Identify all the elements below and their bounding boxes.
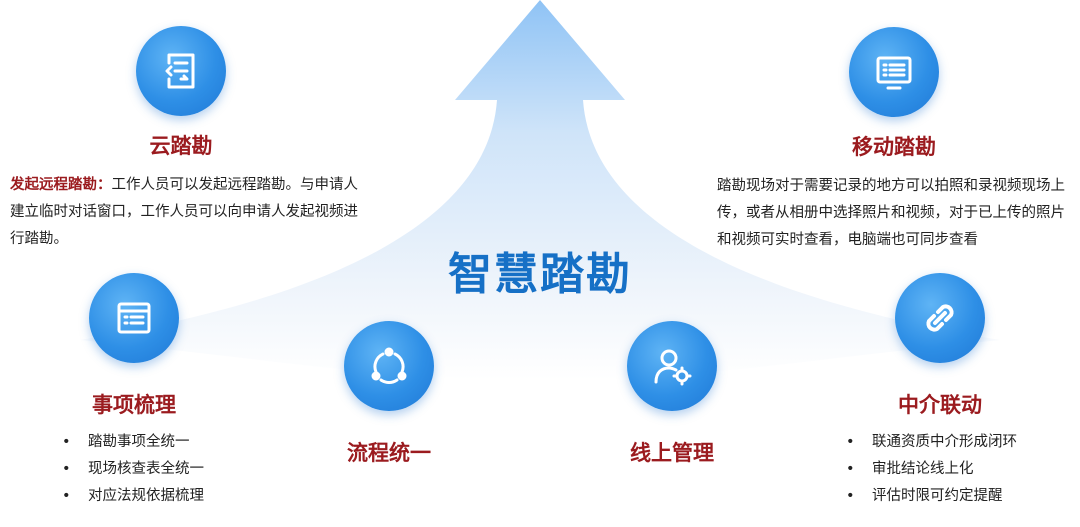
user-gear-icon xyxy=(654,349,692,386)
cloud-survey-title: 云踏勘 xyxy=(149,134,213,158)
mobile-survey-title: 移动踏勘 xyxy=(852,135,936,159)
agency-linkage-title: 中介联动 xyxy=(898,393,982,417)
bullet-item: 评估时限可约定提醒 xyxy=(846,483,1017,510)
online-management-icon-circle xyxy=(627,321,717,411)
bullet-item: 现场核查表全统一 xyxy=(62,456,204,483)
items-sorting-bullets: 踏勘事项全统一 现场核查表全统一 对应法规依据梳理 xyxy=(62,429,204,510)
cloud-survey-description: 发起远程踏勘：工作人员可以发起远程踏勘。与申请人建立临时对话窗口，工作人员可以向… xyxy=(10,172,362,253)
cloud-survey-desc-text: 工作人员可以发起远程踏勘。与申请人建立临时对话窗口，工作人员可以向申请人发起视频… xyxy=(10,177,358,247)
document-sync-icon xyxy=(165,53,195,89)
agency-linkage-icon-circle xyxy=(895,273,985,363)
bullet-item: 对应法规依据梳理 xyxy=(62,483,204,510)
process-unify-icon-circle xyxy=(344,321,434,411)
cloud-survey-icon-circle xyxy=(136,26,226,116)
center-title: 智慧踏勘 xyxy=(448,249,632,300)
monitor-list-icon xyxy=(876,56,912,90)
mobile-survey-description: 踏勘现场对于需要记录的地方可以拍照和录视频现场上传，或者从相册中选择照片和视频，… xyxy=(717,178,1065,248)
mobile-survey-icon-circle xyxy=(849,27,939,117)
cycle-icon xyxy=(371,347,407,385)
agency-linkage-bullets: 联通资质中介形成闭环 审批结论线上化 评估时限可约定提醒 xyxy=(846,429,1017,510)
cloud-survey-desc-label: 发起远程踏勘： xyxy=(10,177,112,193)
link-icon xyxy=(926,304,954,332)
process-unify-title: 流程统一 xyxy=(347,441,431,465)
items-sorting-title: 事项梳理 xyxy=(92,393,176,417)
bullet-item: 联通资质中介形成闭环 xyxy=(846,429,1017,456)
bullet-item: 审批结论线上化 xyxy=(846,456,1017,483)
bullet-item: 踏勘事项全统一 xyxy=(62,429,204,456)
online-management-title: 线上管理 xyxy=(630,441,714,465)
items-sorting-icon-circle xyxy=(89,273,179,363)
list-window-icon xyxy=(117,302,151,334)
